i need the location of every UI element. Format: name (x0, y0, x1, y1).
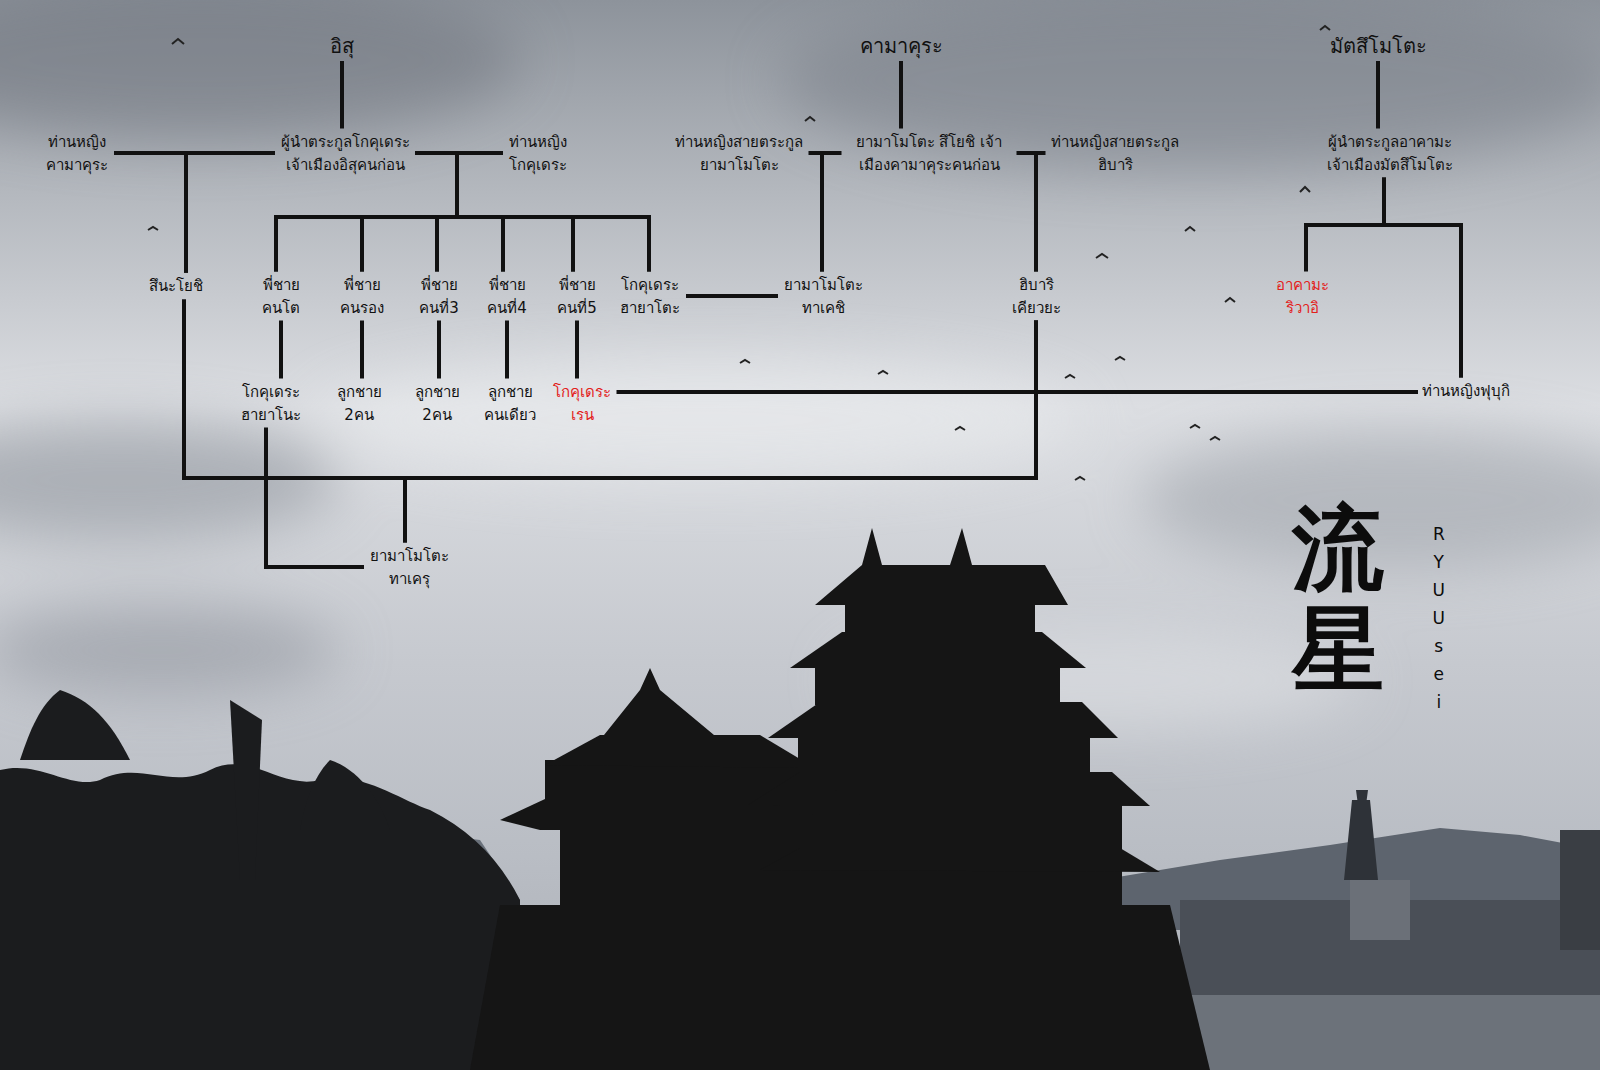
castle-silhouette (470, 528, 1210, 1070)
title-kanji: 流星 (1292, 498, 1384, 700)
family-line (184, 299, 405, 542)
person-name: โกคุเดระ ฮายาโตะ (614, 272, 686, 321)
clan-name: มัตสึโมโตะ (1326, 31, 1431, 61)
name-text: ท่านหญิงฟุบุกิ (1422, 380, 1510, 403)
name-text: ท่านหญิงสายตระกูล ฮิบาริ (1050, 131, 1181, 176)
family-line (437, 153, 503, 272)
name-text: พี่ชาย คนรอง (338, 274, 386, 319)
person-name: พี่ชาย คนรอง (334, 272, 390, 321)
town (1180, 790, 1600, 1070)
name-text: พี่ชาย คนโต (260, 274, 302, 319)
person-name: ลูกชาย คนเดียว (478, 379, 542, 428)
person-name: พี่ชาย คนที่3 (414, 272, 465, 321)
name-text: โกคุเดระ เรน (552, 381, 613, 426)
name-text: ลูกชาย 2คน (413, 381, 461, 426)
trees (0, 690, 520, 1070)
name-text: อิสุ (330, 33, 354, 59)
name-text: ยามาโมโตะ ทาเครุ (368, 545, 450, 590)
family-line (1017, 153, 1037, 272)
family-line (186, 153, 275, 273)
family-line (437, 321, 441, 379)
family-line (575, 321, 579, 379)
name-text: มัตสึโมโตะ (1330, 33, 1427, 59)
clan-name: คามาคุระ (856, 31, 947, 61)
person-name: ท่านหญิงฟุบุกิ (1418, 378, 1514, 405)
person-name: ลูกชาย 2คน (331, 379, 387, 428)
family-line (505, 321, 509, 379)
family-line (686, 294, 778, 298)
person-name: พี่ชาย คนโต (256, 272, 306, 321)
family-line (809, 153, 823, 272)
name-text: ท่านหญิงสายตระกูล ยามาโมโตะ (674, 131, 805, 176)
family-line (1376, 61, 1380, 129)
family-line (822, 153, 842, 272)
family-line (1306, 178, 1384, 272)
name-text: ยามาโมโตะ ทาเคชิ (782, 274, 864, 319)
family-line (340, 61, 344, 129)
person-name: พี่ชาย คนที่5 (552, 272, 603, 321)
name-text: ฮิบาริ เคียวยะ (1010, 274, 1063, 319)
family-line (266, 428, 364, 568)
name-text: พี่ชาย คนที่5 (556, 274, 599, 319)
family-line (899, 61, 903, 129)
family-line (114, 153, 186, 273)
name-text: ลูกชาย คนเดียว (482, 381, 538, 426)
person-name: พี่ชาย คนที่4 (482, 272, 533, 321)
clan-name: อิสุ (326, 31, 358, 61)
title-romaji: RYUUsei (1432, 520, 1446, 716)
person-name: ผู้นำตระกูลอาคามะ เจ้าเมืองมัตสึโมโตะ (1321, 129, 1459, 178)
name-text: คามาคุระ (860, 33, 943, 59)
person-name: ผู้นำตระกูลโกคุเดระ เจ้าเมืองอิสุคนก่อน (275, 129, 415, 178)
name-text: โกคุเดระ ฮายาโตะ (618, 274, 682, 319)
birds (148, 26, 1330, 480)
family-line (279, 321, 283, 379)
family-line (617, 321, 1037, 393)
family-line (1036, 153, 1046, 272)
person-name: โกคุเดระ ฮายาโนะ (235, 379, 307, 428)
name-text: ลูกชาย 2คน (335, 381, 383, 426)
name-text: สึนะโยชิ (149, 275, 203, 298)
person-name: ฮิบาริ เคียวยะ (1006, 272, 1067, 321)
family-line (1384, 178, 1461, 378)
person-name: อาคามะ ริวาอิ (1270, 272, 1334, 321)
person-name: ลูกชาย 2คน (409, 379, 465, 428)
name-text: โกคุเดระ ฮายาโนะ (239, 381, 303, 426)
name-text: ท่านหญิง คามาคุระ (44, 131, 110, 176)
name-text: ผู้นำตระกูลอาคามะ เจ้าเมืองมัตสึโมโตะ (1325, 131, 1455, 176)
person-name: ท่านหญิง คามาคุระ (40, 129, 114, 178)
family-line (360, 321, 364, 379)
name-text: ท่านหญิง โกคุเดระ (507, 131, 569, 176)
name-text: ยามาโมโตะ สึโยชิ เจ้าเมืองคามาคุระคนก่อน (846, 131, 1013, 176)
family-line (405, 321, 1036, 543)
person-name: สึนะโยชิ (145, 273, 207, 300)
name-text: อาคามะ ริวาอิ (1274, 274, 1330, 319)
person-name: ท่านหญิง โกคุเดระ (503, 129, 573, 178)
person-name: ยามาโมโตะ สึโยชิ เจ้าเมืองคามาคุระคนก่อน (842, 129, 1017, 178)
person-name: ท่านหญิงสายตระกูล ฮิบาริ (1046, 129, 1185, 178)
family-line (1036, 321, 1418, 393)
person-name: ยามาโมโตะ ทาเคชิ (778, 272, 868, 321)
family-line (457, 153, 503, 272)
name-text: พี่ชาย คนที่4 (486, 274, 529, 319)
name-text: พี่ชาย คนที่3 (418, 274, 461, 319)
person-name: ยามาโมโตะ ทาเครุ (364, 543, 454, 592)
person-name: โกคุเดระ เรน (548, 379, 617, 428)
name-text: ผู้นำตระกูลโกคุเดระ เจ้าเมืองอิสุคนก่อน (279, 131, 411, 176)
person-name: ท่านหญิงสายตระกูล ยามาโมโตะ (670, 129, 809, 178)
